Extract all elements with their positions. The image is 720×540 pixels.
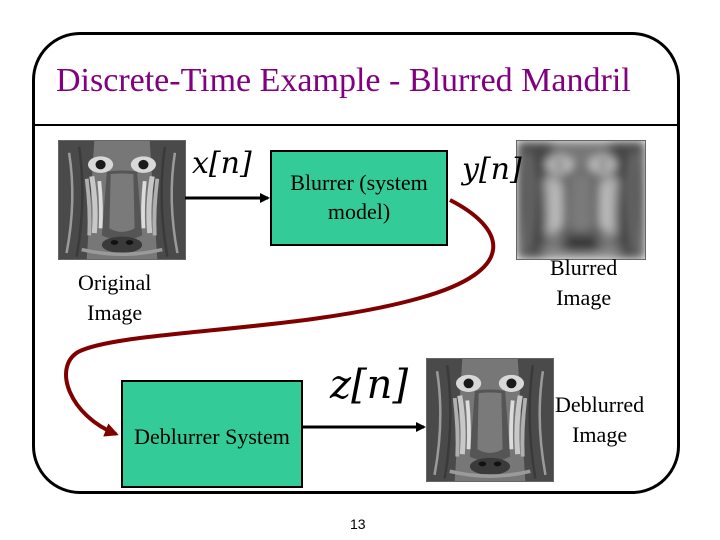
original-label-line1: Original bbox=[78, 270, 152, 295]
blurred-label-line2: Image bbox=[556, 284, 612, 310]
y-to-deblurrer-curve bbox=[64, 198, 496, 437]
deblurred-image bbox=[426, 358, 554, 482]
deblurred-label-line2: Image bbox=[572, 421, 628, 447]
original-label-line2: Image bbox=[87, 299, 143, 325]
deblurrer-label: Deblurrer System bbox=[134, 423, 290, 449]
signal-x-label: x[n] bbox=[192, 146, 252, 181]
blurrer-system-box: Blurrer (system model) bbox=[270, 150, 448, 246]
blurred-label-line1: Blurred bbox=[550, 255, 618, 280]
blurred-image-label: Blurred Image bbox=[550, 253, 617, 312]
deblurred-label-line1: Deblurred bbox=[555, 392, 645, 417]
blurred-image bbox=[516, 140, 646, 260]
original-image-label: Original Image bbox=[78, 268, 151, 327]
deblurrer-system-box: Deblurrer System bbox=[121, 380, 303, 488]
blurrer-label-line2: model) bbox=[327, 199, 391, 224]
signal-z-label: z[n] bbox=[330, 362, 409, 408]
blurrer-label-line1: Blurrer (system bbox=[290, 170, 428, 196]
title-divider bbox=[34, 124, 678, 126]
original-image bbox=[58, 140, 186, 260]
slide-title: Discrete-Time Example - Blurred Mandril bbox=[56, 62, 631, 99]
slide-frame bbox=[32, 32, 680, 494]
deblurred-image-label: Deblurred Image bbox=[555, 390, 644, 449]
signal-y-label: y[n] bbox=[462, 152, 522, 187]
page-number: 13 bbox=[350, 516, 366, 532]
